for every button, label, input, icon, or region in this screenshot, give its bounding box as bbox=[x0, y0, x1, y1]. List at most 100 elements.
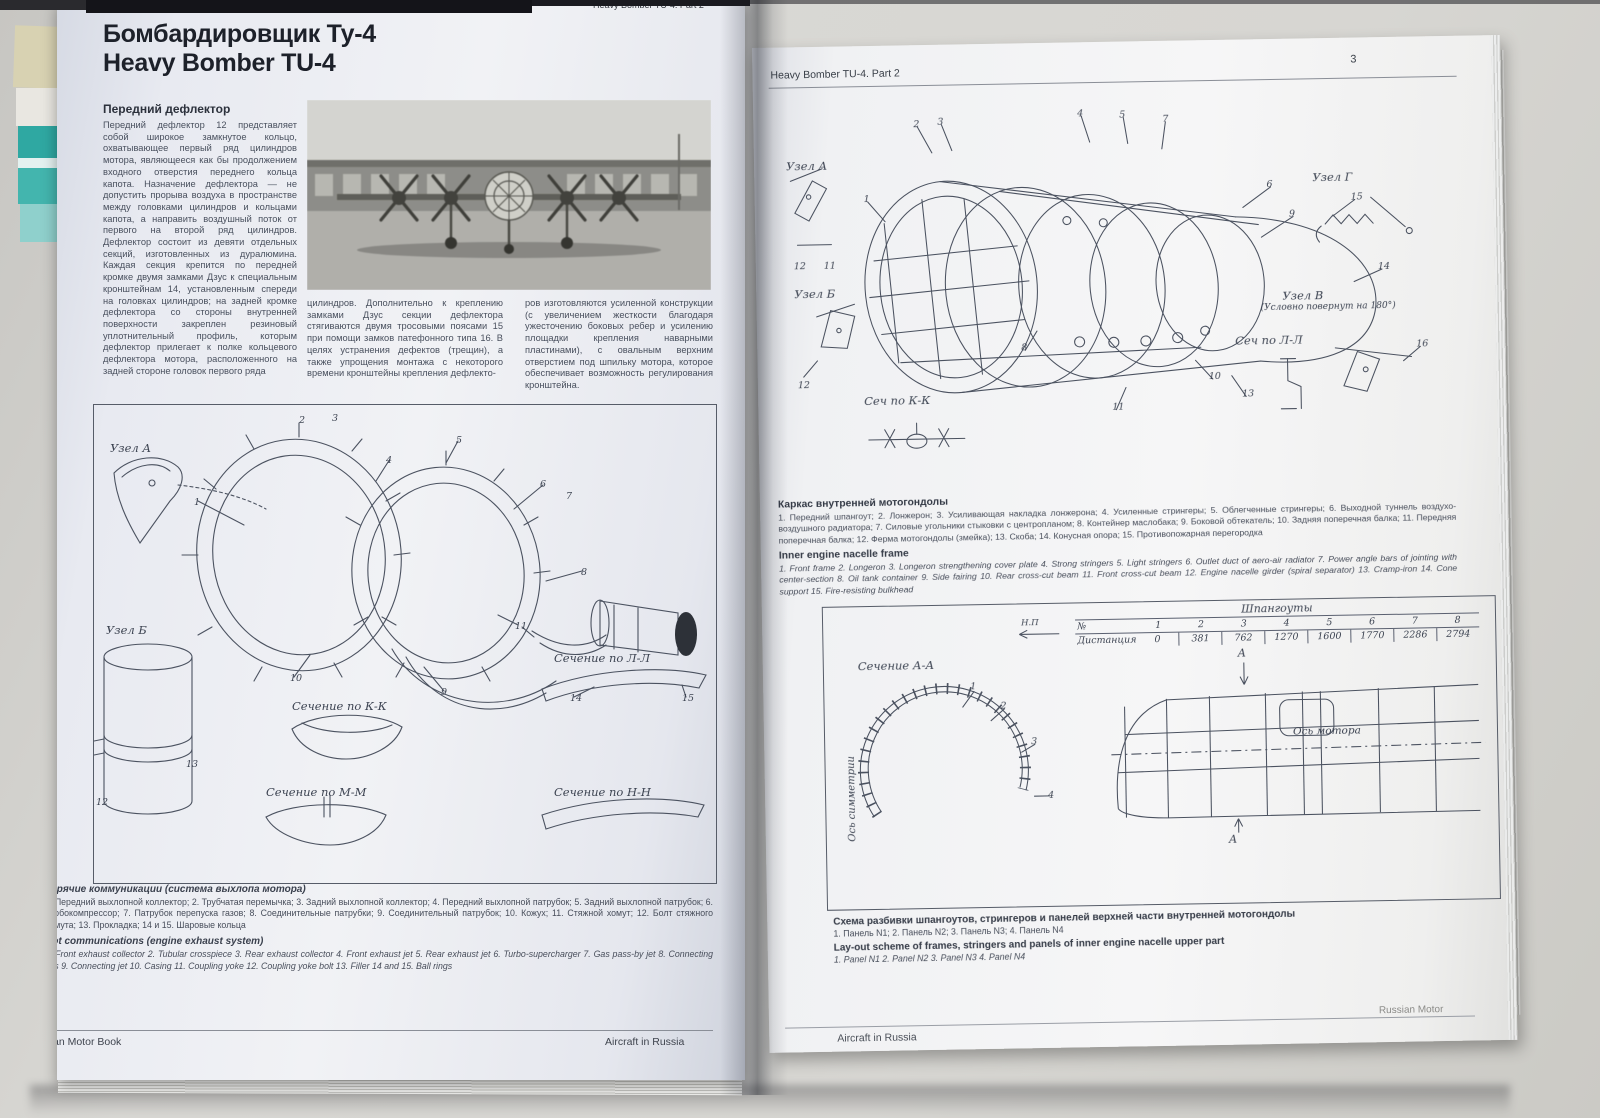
tu4-photo-art bbox=[307, 100, 711, 290]
callout-number: 10 bbox=[290, 673, 303, 684]
uzel-g-label: Узел Г bbox=[1312, 169, 1353, 185]
callout-number: 12 bbox=[96, 797, 109, 808]
callout-number: 1 bbox=[970, 681, 977, 693]
marker-a-bottom: А bbox=[1228, 832, 1238, 846]
imprint-left: an Motor Book bbox=[57, 1036, 122, 1048]
callout-number: 1 bbox=[194, 497, 201, 508]
footer-journal-left: Aircraft in Russia bbox=[605, 1036, 685, 1048]
callout-number: 4 bbox=[386, 455, 393, 466]
callout-number: 7 bbox=[1162, 113, 1169, 125]
distance-value: 762 bbox=[1221, 631, 1265, 645]
left-page: Heavy Bomber TU-4. Part 2 Бомбардировщик… bbox=[57, 0, 745, 1080]
section-ll-label: Сеч по Л-Л bbox=[1235, 332, 1303, 348]
callout-number: 6 bbox=[1266, 178, 1273, 191]
gutter-shadow bbox=[720, 0, 788, 1095]
symmetry-axis-label: Ось симметрии bbox=[845, 755, 859, 842]
distance-label: Дистанция bbox=[1077, 634, 1137, 647]
caption-title-ru: Горячие коммуникации (система выхлопа мо… bbox=[57, 884, 306, 895]
section-nn-label: Сечение по Н-Н bbox=[554, 785, 651, 799]
callout-number: 13 bbox=[186, 759, 199, 770]
section-ll-label: Сечение по Л-Л bbox=[554, 651, 651, 665]
callout-number: 16 bbox=[1416, 338, 1429, 350]
uzel-v-label: Узел В bbox=[1282, 288, 1324, 303]
page-number: 3 bbox=[1350, 53, 1357, 66]
motor-axis-label: Ось мотора bbox=[1292, 724, 1361, 738]
figure-caption-1: Каркас внутренней мотогондолы 1. Передни… bbox=[778, 488, 1458, 598]
exhaust-drawing-frame: Узел А Узел Б Сечение по К-К Сечение по … bbox=[93, 404, 717, 884]
callout-number: 14 bbox=[1377, 260, 1391, 273]
callout-number: 5 bbox=[456, 435, 463, 446]
callout-number: 3 bbox=[332, 413, 339, 424]
caption-title-en: Hot communications (engine exhaust syste… bbox=[57, 936, 264, 948]
footer-journal-right: Aircraft in Russia bbox=[837, 1031, 917, 1045]
caption-list-ru: 1. Передний выхлопной коллектор; 2. Труб… bbox=[57, 897, 713, 930]
callout-number: 9 bbox=[441, 687, 448, 698]
frame-no: 1 bbox=[1155, 619, 1162, 632]
callout-number: 2 bbox=[299, 415, 306, 426]
callout-number: 8 bbox=[581, 567, 588, 578]
callout-number: 10 bbox=[1208, 370, 1221, 383]
nacelle-drawing-area: Узел А Узел Б Узел Г Узел В (Условно пов… bbox=[771, 84, 1472, 494]
callout-number: 14 bbox=[570, 693, 583, 704]
footer-rule-left bbox=[57, 1030, 713, 1031]
figure-caption-2: Схема разбивки шпангоутов, стрингеров и … bbox=[833, 906, 1458, 967]
callout-number: 11 bbox=[1112, 401, 1125, 413]
callout-number: 3 bbox=[937, 116, 944, 128]
side-book-white bbox=[16, 88, 62, 126]
marker-a-top: А bbox=[1237, 646, 1247, 660]
flight-direction-label: Н.П bbox=[1020, 618, 1039, 629]
layout-scheme-drawing bbox=[858, 629, 1486, 833]
section-kk-label: Сечение по К-К bbox=[292, 699, 387, 713]
callout-number: 4 bbox=[1047, 789, 1055, 801]
callout-number: 3 bbox=[1031, 736, 1038, 748]
exhaust-system-drawing bbox=[94, 422, 707, 846]
side-book-teal bbox=[18, 126, 64, 204]
frame-no: 6 bbox=[1368, 616, 1376, 628]
frame-no: 7 bbox=[1411, 615, 1418, 627]
callout-number: 12 bbox=[797, 380, 811, 392]
title-ru: Бомбардировщик Ту-4 bbox=[103, 20, 376, 48]
right-running-header: Heavy Bomber TU-4. Part 2 bbox=[770, 67, 900, 82]
text-column-2: цилиндров. Дополнительно к креплению зам… bbox=[307, 298, 503, 379]
side-book-card bbox=[12, 25, 62, 89]
section-mm-label: Сечение по М-М bbox=[266, 785, 367, 799]
callout-number: 1 bbox=[863, 193, 870, 206]
frame-no: 3 bbox=[1240, 618, 1247, 630]
callout-number: 13 bbox=[1242, 388, 1255, 400]
footer-rule-right bbox=[785, 1015, 1476, 1029]
no-label: № bbox=[1077, 621, 1087, 633]
callout-number: 7 bbox=[566, 491, 573, 502]
callout-number: 2 bbox=[913, 119, 920, 131]
callout-number: 12 bbox=[793, 261, 807, 273]
callout-number: 5 bbox=[1119, 109, 1126, 121]
top-edge-strip-corner bbox=[0, 0, 86, 10]
top-edge-strip-main bbox=[86, 0, 532, 13]
text-column-3: ров изготовляются усиленной конструкции … bbox=[525, 298, 713, 390]
frame-no: 5 bbox=[1326, 616, 1333, 629]
section-kk-label: Сеч по К-К bbox=[864, 392, 931, 409]
uzel-b-label: Узел Б bbox=[106, 623, 147, 637]
top-edge-strip-right bbox=[750, 0, 1600, 4]
distance-value: 2286 bbox=[1393, 628, 1437, 642]
uzel-a-label: Узел А bbox=[785, 158, 828, 174]
nacelle-frame-drawing bbox=[789, 115, 1421, 449]
section-heading: Передний дефлектор bbox=[103, 102, 231, 116]
callout-number: 2 bbox=[1000, 700, 1007, 712]
distance-value: 2794 bbox=[1436, 627, 1480, 642]
callout-number: 11 bbox=[515, 621, 528, 632]
section-aa-label: Сечение А-А bbox=[857, 657, 935, 674]
frames-table: Шпангоуты № 1 2 3 4 5 6 7 8 Дистанция 0 bbox=[1075, 598, 1480, 647]
distance-value: 1600 bbox=[1307, 629, 1351, 644]
callout-number: 6 bbox=[540, 479, 547, 490]
distance-value: 1770 bbox=[1350, 628, 1394, 643]
figure-caption-left: Горячие коммуникации (система выхлопа мо… bbox=[57, 884, 713, 972]
layout-scheme-frame: Шпангоуты № 1 2 3 4 5 6 7 8 Дистанция 0 bbox=[821, 595, 1501, 911]
top-edge-strip-thin bbox=[532, 0, 750, 6]
page-title: Бомбардировщик Ту-4 Heavy Bomber TU-4 bbox=[103, 20, 376, 78]
edge-imprint: Russian Motor bbox=[1378, 1004, 1444, 1017]
frame-no: 2 bbox=[1197, 619, 1205, 631]
distance-value: 381 bbox=[1178, 631, 1222, 646]
distance-value: 0 bbox=[1154, 633, 1161, 646]
caption-list-en: 1. Front exhaust collector 2. Tubular cr… bbox=[57, 949, 713, 971]
